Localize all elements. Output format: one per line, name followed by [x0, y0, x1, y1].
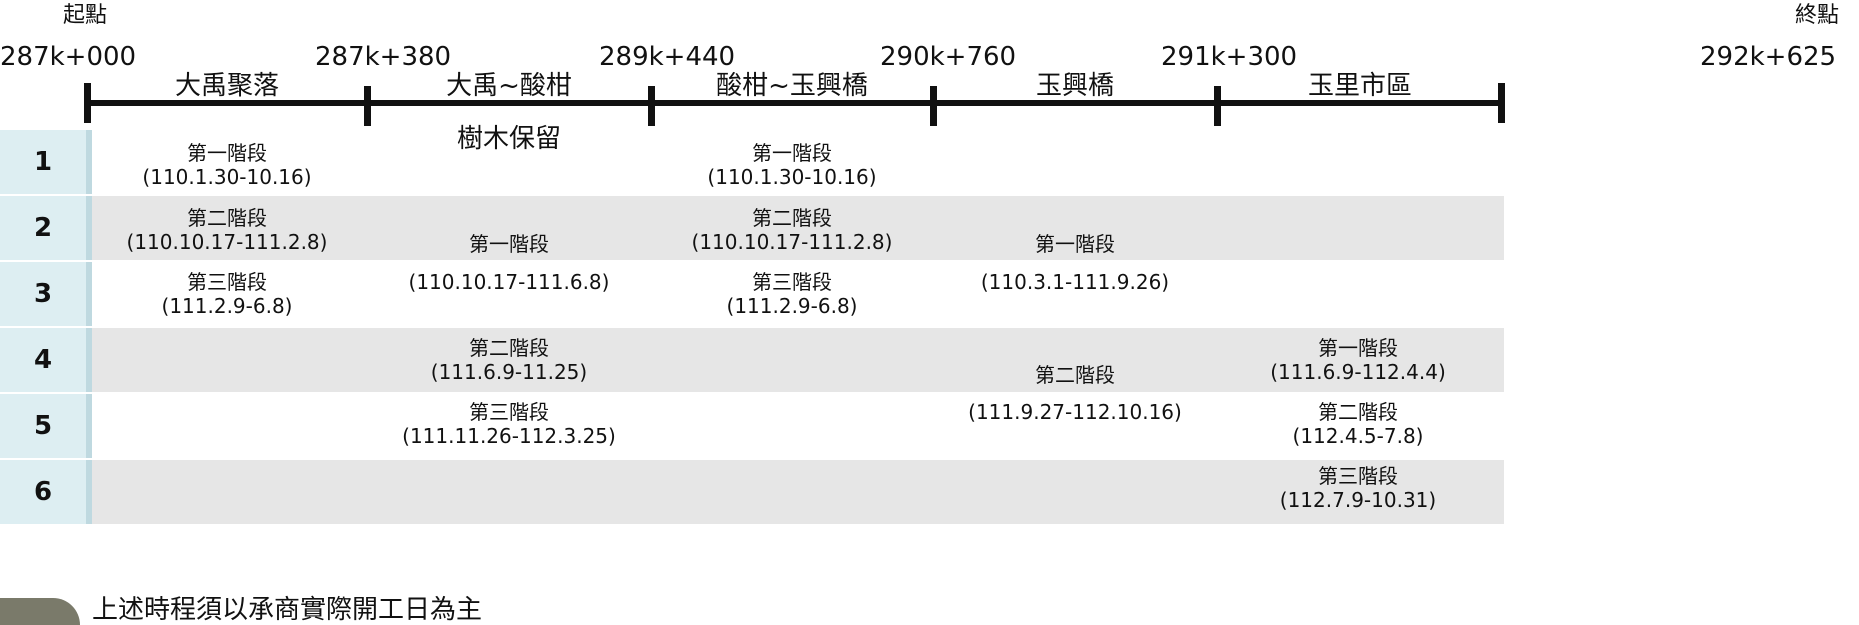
- phase-name: 第二階段: [752, 206, 832, 230]
- phase-block: 第三階段 (111.11.26-112.3.25): [359, 400, 659, 448]
- axis-tick-6: [1498, 83, 1505, 123]
- phase-block: 第一階段: [925, 232, 1225, 256]
- milestone-291k300: 291k+300: [1161, 42, 1298, 72]
- phase-name: 第二階段: [1035, 363, 1115, 387]
- phase-block: 第三階段 (112.7.9-10.31): [1208, 464, 1508, 512]
- phase-block: 第三階段 (111.2.9-6.8): [642, 270, 942, 318]
- phase-block: 第二階段 (110.10.17-111.2.8): [642, 206, 942, 254]
- start-label: 起點: [63, 3, 108, 28]
- segment-yuli-city: 玉里市區: [1307, 71, 1412, 101]
- phase-block: 第一階段: [359, 232, 659, 256]
- row-band-2: [92, 196, 1504, 260]
- phase-dates: (110.3.1-111.9.26): [980, 270, 1170, 294]
- milestone-287k000: 287k+000: [0, 42, 137, 72]
- axis-tick-1: [84, 83, 91, 123]
- phase-dates: (110.10.17-111.2.8): [691, 230, 893, 254]
- row-number-5: 5: [0, 394, 92, 458]
- phase-block: 第二階段 (112.4.5-7.8): [1208, 400, 1508, 448]
- phase-dates: (110.1.30-10.16): [142, 165, 312, 189]
- row-number-3: 3: [0, 262, 92, 326]
- phase-dates: (110.1.30-10.16): [707, 165, 877, 189]
- phase-name: 第一階段: [1318, 336, 1398, 360]
- phase-name: 第二階段: [187, 206, 267, 230]
- phase-name: 第三階段: [469, 400, 549, 424]
- row-number-1: 1: [0, 130, 92, 194]
- phase-name: 第三階段: [187, 270, 267, 294]
- axis-tick-4: [930, 86, 937, 126]
- phase-block: 第一階段 (111.6.9-112.4.4): [1208, 336, 1508, 384]
- end-label: 終點: [1795, 3, 1840, 28]
- milestone-292k625: 292k+625: [1700, 42, 1837, 72]
- phase-block: (110.10.17-111.6.8): [359, 270, 659, 294]
- phase-block: 第一階段 (110.1.30-10.16): [642, 141, 942, 189]
- phase-dates: (111.6.9-11.25): [430, 360, 588, 384]
- phase-name: 第一階段: [752, 141, 832, 165]
- phase-name: 第二階段: [469, 336, 549, 360]
- phase-dates: (110.10.17-111.2.8): [126, 230, 328, 254]
- axis-tick-2: [364, 86, 371, 126]
- phase-dates: (111.9.27-112.10.16): [968, 400, 1182, 424]
- phase-dates: (111.11.26-112.3.25): [402, 424, 616, 448]
- row-number-2: 2: [0, 196, 92, 260]
- phase-name: 第一階段: [187, 141, 267, 165]
- decorative-image-fragment: [0, 598, 80, 625]
- phase-name: 第三階段: [1318, 464, 1398, 488]
- phase-dates: (111.2.9-6.8): [161, 294, 293, 318]
- phase-name: 第三階段: [752, 270, 832, 294]
- route-axis-line: [84, 100, 1504, 106]
- row-band-4: [92, 328, 1504, 392]
- phase-dates: (112.7.9-10.31): [1279, 488, 1437, 512]
- phase-block: 第三階段 (111.2.9-6.8): [77, 270, 377, 318]
- phase-name: 第一階段: [1035, 232, 1115, 256]
- phase-block: 第二階段 (111.6.9-11.25): [359, 336, 659, 384]
- segment-suangan-yuxing: 酸柑~玉興橋: [716, 71, 868, 101]
- phase-block: 第二階段 (110.10.17-111.2.8): [77, 206, 377, 254]
- axis-tick-3: [648, 86, 655, 126]
- tree-preservation-note: 樹木保留: [456, 124, 561, 154]
- phase-dates: (110.10.17-111.6.8): [408, 270, 610, 294]
- row-number-4: 4: [0, 328, 92, 392]
- segment-dayu: 大禹聚落: [174, 71, 279, 101]
- footer-note: 上述時程須以承商實際開工日為主: [92, 595, 483, 625]
- segment-dayu-suangan: 大禹~酸柑: [446, 71, 572, 101]
- segment-yuxing-bridge: 玉興橋: [1035, 71, 1114, 101]
- milestone-289k440: 289k+440: [599, 42, 736, 72]
- row-band-6: [92, 460, 1504, 524]
- phase-name: 第一階段: [469, 232, 549, 256]
- phase-dates: (111.2.9-6.8): [726, 294, 858, 318]
- phase-dates: (111.6.9-112.4.4): [1270, 360, 1446, 384]
- milestone-290k760: 290k+760: [880, 42, 1017, 72]
- axis-tick-5: [1214, 86, 1221, 126]
- milestone-287k380: 287k+380: [315, 42, 452, 72]
- phase-dates: (112.4.5-7.8): [1292, 424, 1424, 448]
- phase-name: 第二階段: [1318, 400, 1398, 424]
- phase-block: 第二階段: [925, 363, 1225, 387]
- phase-block: 第一階段 (110.1.30-10.16): [77, 141, 377, 189]
- row-number-6: 6: [0, 460, 92, 524]
- phase-block: (111.9.27-112.10.16): [925, 400, 1225, 424]
- phase-block: (110.3.1-111.9.26): [925, 270, 1225, 294]
